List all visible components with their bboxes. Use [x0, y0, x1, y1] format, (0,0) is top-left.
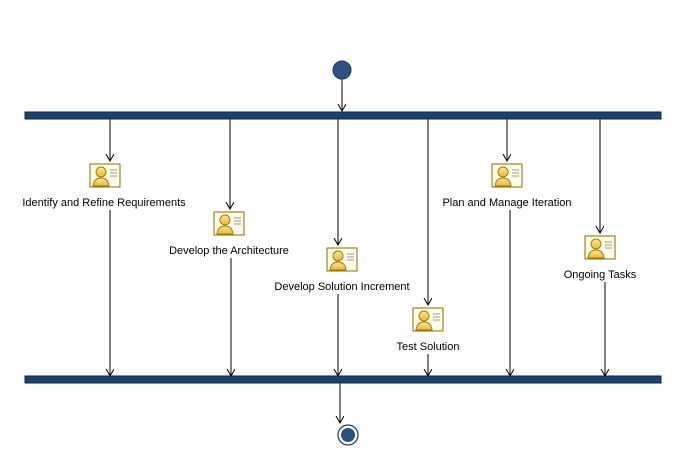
initial-node[interactable]	[332, 60, 352, 80]
activity-person-doc-icon	[412, 307, 444, 332]
activity-node-ongoing[interactable]: Ongoing Tasks	[564, 235, 637, 281]
join-bar[interactable]	[24, 375, 662, 384]
activity-node-identify[interactable]: Identify and Refine Requirements	[22, 163, 186, 209]
activity-label: Ongoing Tasks	[564, 269, 637, 281]
flow-edges	[110, 79, 605, 423]
activity-label: Identify and Refine Requirements	[22, 197, 186, 209]
activity-node-test[interactable]: Test Solution	[397, 307, 460, 353]
activity-person-doc-icon	[326, 247, 358, 272]
activity-label: Develop Solution Increment	[274, 281, 409, 293]
fork-bar[interactable]	[24, 111, 662, 120]
activity-node-solution[interactable]: Develop Solution Increment	[274, 247, 410, 293]
activity-person-doc-icon	[213, 211, 245, 236]
activity-node-plan[interactable]: Plan and Manage Iteration	[442, 163, 572, 209]
activity-person-doc-icon	[89, 163, 121, 188]
activity-label: Test Solution	[397, 341, 460, 353]
activity-person-doc-icon	[584, 235, 616, 260]
activity-person-doc-icon	[491, 163, 523, 188]
activity-node-architecture[interactable]: Develop the Architecture	[169, 211, 289, 257]
final-node[interactable]	[337, 424, 359, 446]
activity-label: Develop the Architecture	[169, 245, 289, 257]
activity-label: Plan and Manage Iteration	[442, 197, 571, 209]
